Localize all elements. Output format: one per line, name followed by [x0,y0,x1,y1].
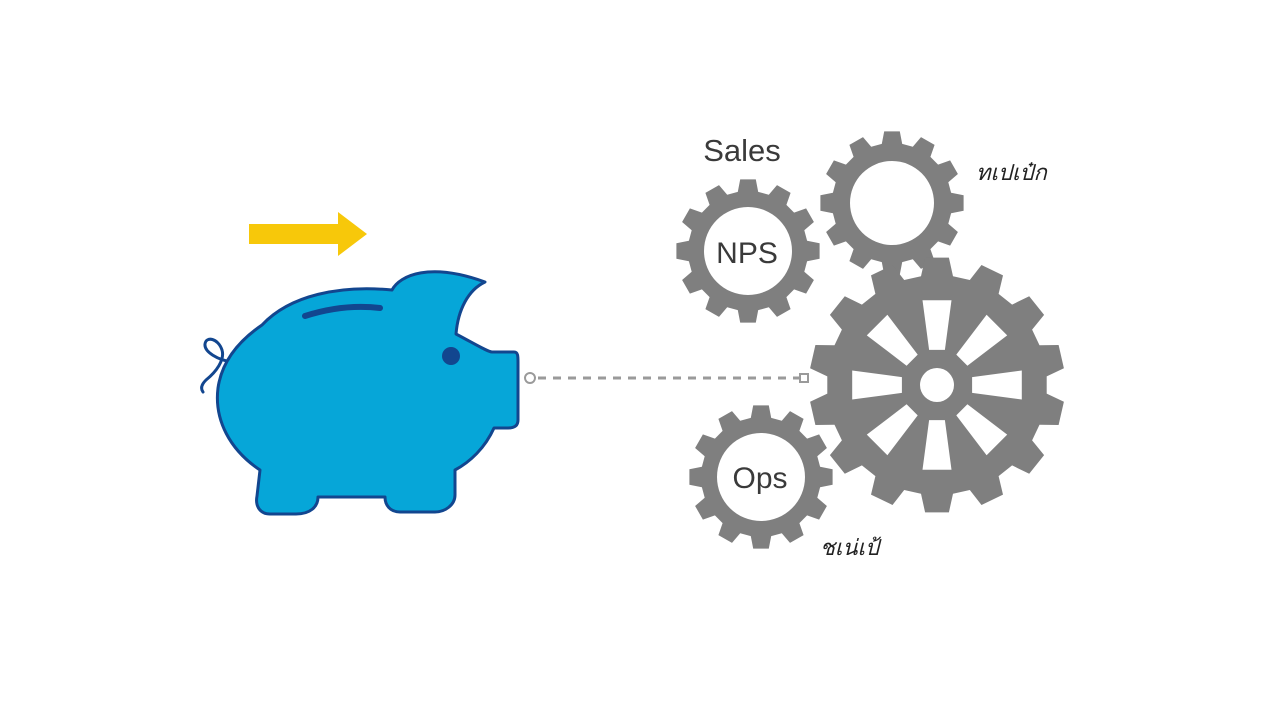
gear-icon [810,257,1064,513]
gear-icon [689,405,833,549]
gear-icon [820,131,964,275]
label-nps: NPS [716,237,778,270]
gear-icon [676,179,820,323]
label-ops: Ops [732,462,787,495]
piggy-bank-icon [200,270,520,516]
connector-line [524,372,809,384]
scribble-annotation-top: ทเปเป๋ก [976,161,1048,186]
arrow-right-icon [249,212,367,256]
label-sales: Sales [703,133,781,168]
scribble-annotation-bottom: ชเน่เป้ [820,536,882,561]
